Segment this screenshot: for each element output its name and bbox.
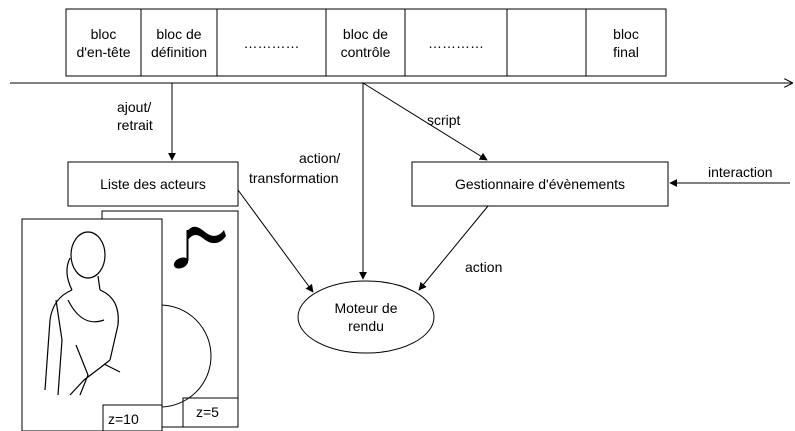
stream-block-bar	[65, 8, 667, 77]
ellipsis-block: …………	[428, 34, 484, 51]
event-to-render-arrow	[418, 205, 489, 291]
definition-block: bloc de définition	[150, 25, 208, 60]
add-remove-label-line1: ajout/	[117, 99, 152, 115]
music-note-icon	[173, 226, 226, 269]
event-manager-label: Gestionnaire d'évènements	[455, 176, 625, 192]
back-layer-z-tag	[182, 397, 239, 428]
action-transform-label-line1: action/	[299, 150, 341, 166]
script-label: script	[427, 112, 461, 128]
script-arrow	[362, 82, 488, 161]
actor-list-label: Liste des acteurs	[100, 176, 206, 192]
action-label: action	[465, 259, 503, 275]
actor-list-box	[67, 161, 239, 207]
front-layer-card	[21, 218, 163, 431]
actor-to-render-arrow	[237, 189, 314, 293]
ellipsis-block: …………	[243, 34, 300, 51]
front-layer-z-label: z=10	[108, 411, 139, 427]
render-engine-label: Moteur de rendu	[334, 300, 398, 334]
action-transform-label-line2: transformation	[249, 170, 339, 186]
interaction-label: interaction	[708, 164, 773, 180]
control-block: bloc de contrôle	[340, 25, 391, 60]
person-figure-icon	[44, 231, 121, 396]
event-manager-box	[411, 161, 669, 207]
header-block: bloc d'en-tête	[76, 25, 131, 60]
final-block: bloc final	[613, 25, 639, 60]
empty-block	[507, 9, 586, 76]
front-layer-z-tag	[102, 404, 163, 431]
render-engine-ellipse	[297, 280, 435, 354]
add-remove-label-line2: retrait	[117, 117, 153, 133]
back-layer-z-label: z=5	[196, 404, 219, 420]
